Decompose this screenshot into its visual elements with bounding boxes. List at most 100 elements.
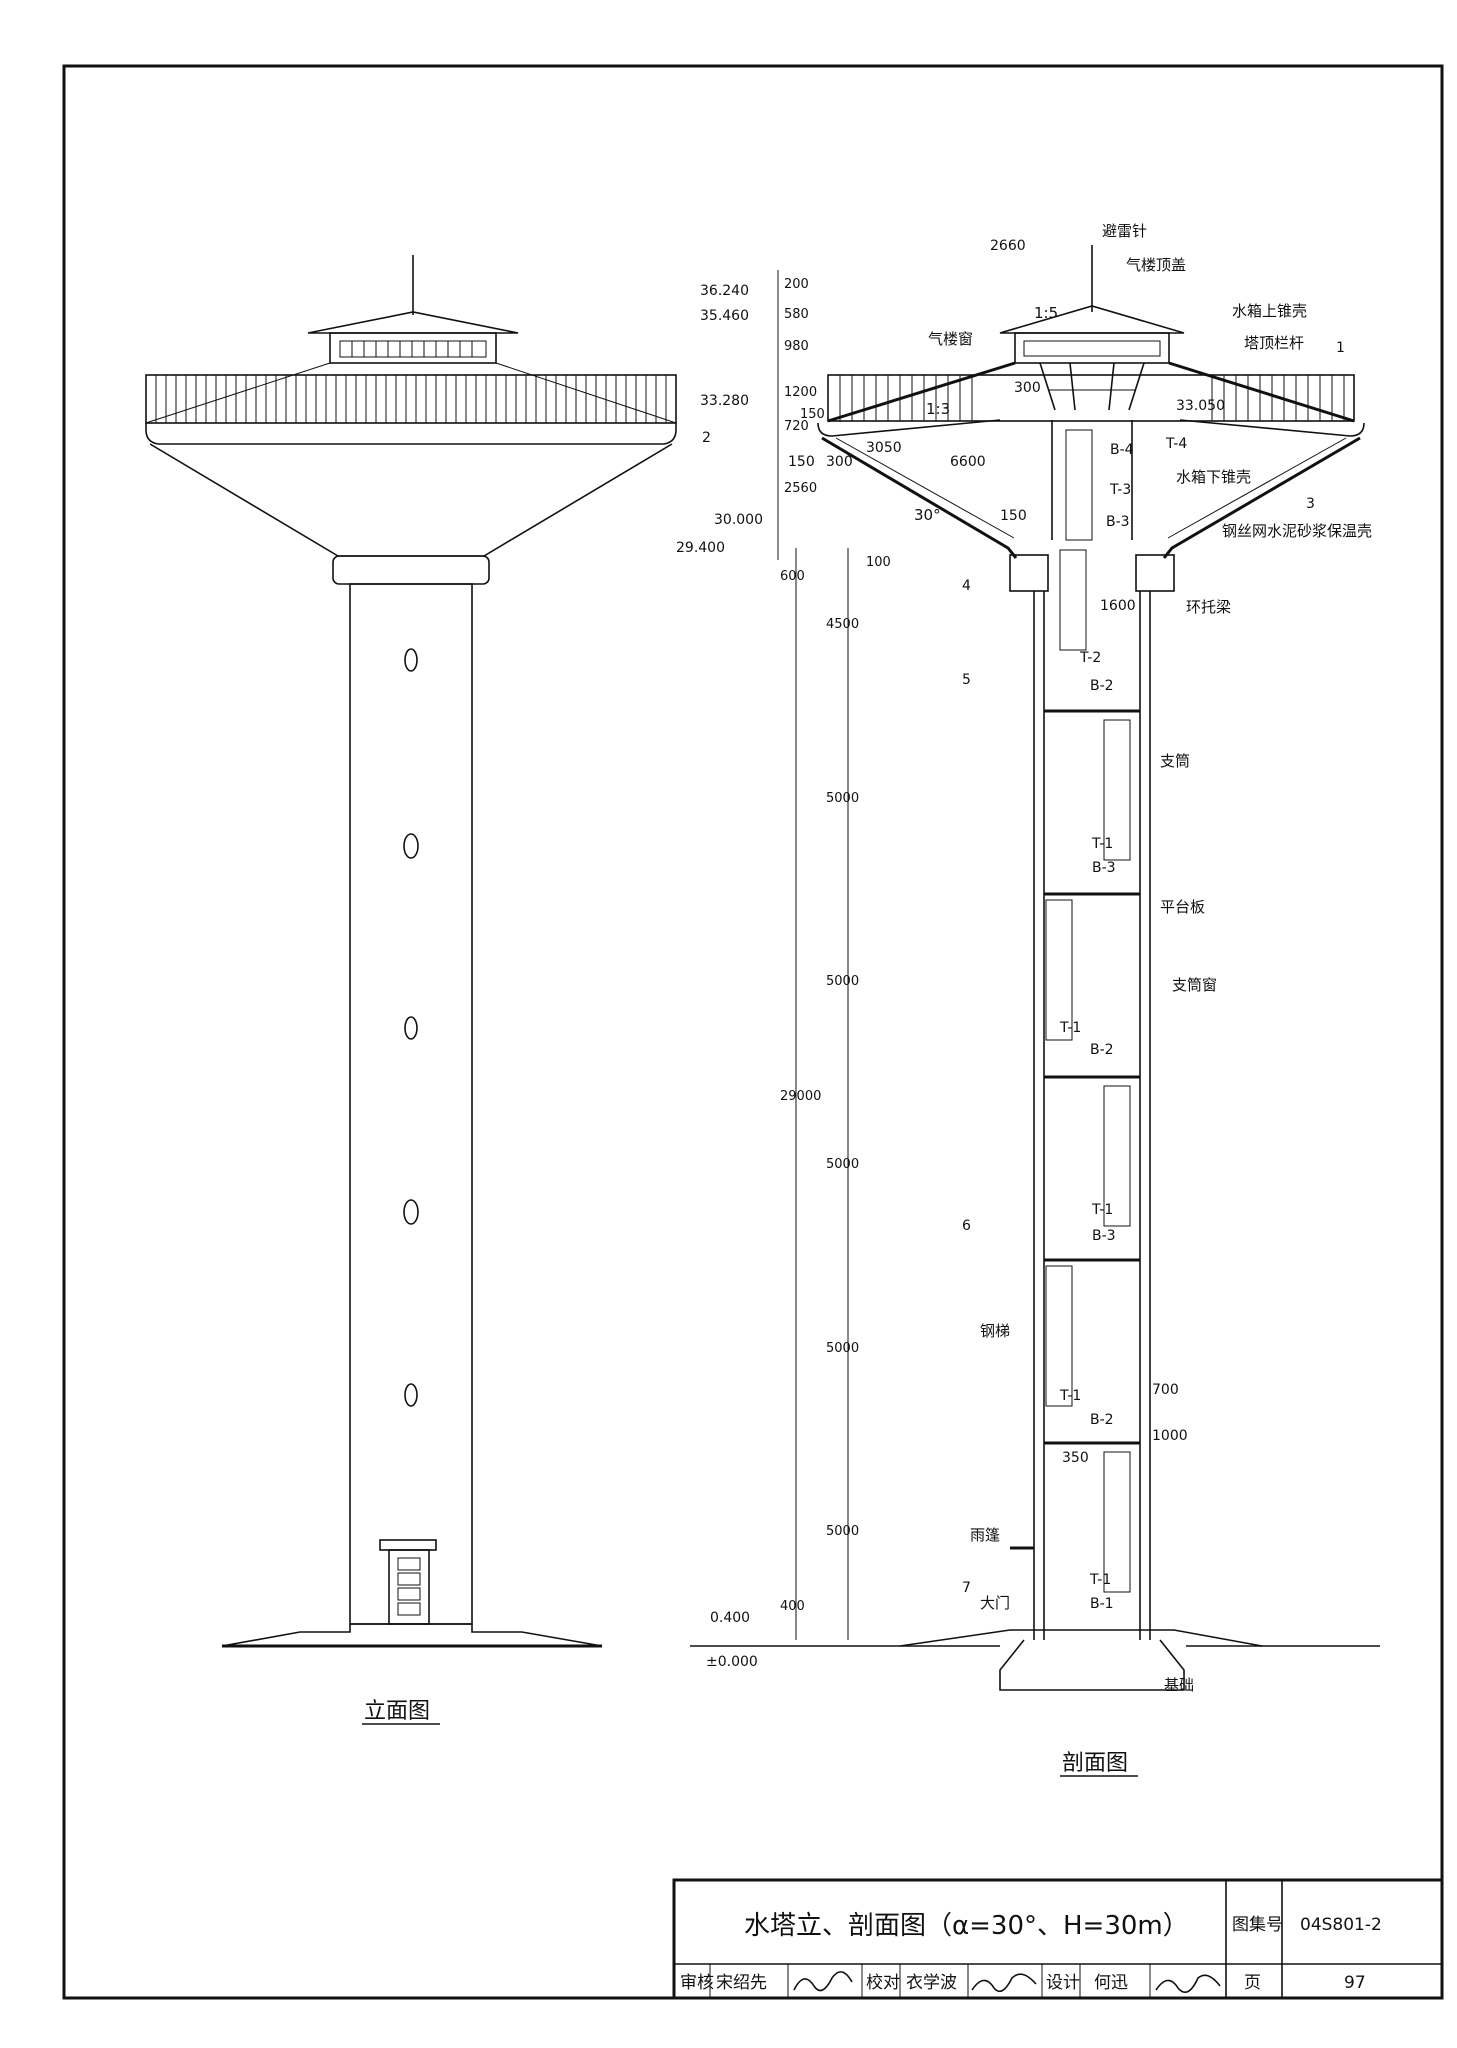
dim-4: 720	[784, 419, 809, 434]
reviewer-signature	[793, 1971, 853, 1992]
elev-36240: 36.240	[700, 283, 749, 299]
tag-t1d: T-1	[1059, 1388, 1081, 1404]
tag-b2c: B-2	[1090, 1412, 1114, 1428]
dim-6600: 6600	[950, 454, 986, 470]
dim-300b: 300	[1014, 380, 1041, 396]
shaft-window	[404, 1016, 418, 1040]
label-shaft-window: 支筒窗	[1172, 976, 1217, 994]
dim-5: 150	[800, 407, 825, 422]
elevation-view	[145, 255, 677, 1648]
section-cut-marks: 1 2 3 4 5 6 7	[702, 340, 1345, 1596]
water-level-mark: 33.050	[1176, 398, 1225, 414]
label-ring-beam: 环托梁	[1186, 598, 1231, 616]
dim-9: 5000	[826, 791, 859, 806]
dimension-values: 200 580 980 1200 720 150 2560 600 4500 5…	[780, 277, 891, 1614]
steel-ladders	[1045, 429, 1131, 1593]
ring-beam-left	[1009, 554, 1049, 592]
section-view	[690, 245, 1380, 1691]
roof-railing	[145, 374, 677, 424]
elevation-caption: 立面图	[364, 1699, 430, 1724]
title-block	[672, 1878, 1444, 2000]
dim-350: 350	[1062, 1450, 1089, 1466]
dim-7: 600	[780, 569, 805, 584]
dim-2660: 2660	[990, 238, 1026, 254]
ring-beam	[332, 555, 490, 585]
dim-700: 700	[1152, 1382, 1179, 1398]
ring-beam-right	[1135, 554, 1175, 592]
cut-4: 4	[962, 578, 971, 594]
label-lower-cone: 水箱下锥壳	[1176, 468, 1251, 486]
label-insulation: 钢丝网水泥砂浆保温壳	[1222, 522, 1372, 540]
dormer-windows	[339, 340, 487, 358]
shaft-window	[403, 833, 419, 859]
tag-t1a: T-1	[1091, 836, 1113, 852]
label-railing: 塔顶栏杆	[1244, 334, 1304, 352]
dim-1000: 1000	[1152, 1428, 1188, 1444]
atlas-label: 图集号	[1232, 1915, 1283, 1935]
lower-cone-right	[1162, 436, 1361, 559]
dim-16: 100	[866, 555, 891, 570]
railing-bars	[155, 375, 667, 423]
dim-14: 400	[780, 1599, 805, 1614]
tank-lower-cone	[149, 443, 673, 557]
tag-t1c: T-1	[1091, 1202, 1113, 1218]
label-upper-cone: 水箱上锥壳	[1232, 302, 1307, 320]
label-canopy: 雨篷	[970, 1526, 1000, 1544]
slope-1-5: 1:5	[1034, 304, 1058, 322]
tag-t1e: T-1	[1089, 1572, 1111, 1588]
section-caption: 剖面图	[1062, 1751, 1128, 1776]
dim-10: 5000	[826, 974, 859, 989]
atlas-number: 04S801-2	[1300, 1915, 1382, 1935]
elev-35460: 35.460	[700, 308, 749, 324]
dim-1600: 1600	[1100, 598, 1136, 614]
cut-5: 5	[962, 672, 971, 688]
elevation-marks: 36.240 35.460 33.280 30.000 29.400 0.400…	[676, 283, 763, 1670]
elev-0000: ±0.000	[706, 1654, 758, 1670]
dim-1: 580	[784, 307, 809, 322]
cut-2: 2	[702, 430, 711, 446]
slope-1-3: 1:3	[926, 400, 950, 418]
platform-slabs	[1044, 709, 1140, 1445]
tag-t1b: T-1	[1059, 1020, 1081, 1036]
label-steel-ladder: 钢梯	[980, 1322, 1010, 1340]
inner-dimensions: 2660 6600 150 300 3050 1600 350 700 1000…	[788, 238, 1188, 1466]
elevation-base	[221, 1623, 603, 1647]
dim-6: 2560	[784, 481, 817, 496]
design-label: 设计	[1046, 1973, 1080, 1993]
tag-t4: T-4	[1165, 436, 1187, 452]
shaft-window	[404, 1383, 418, 1407]
label-platform: 平台板	[1160, 898, 1205, 916]
dim-3: 1200	[784, 385, 817, 400]
tag-b1: B-1	[1090, 1596, 1114, 1612]
page-number: 97	[1344, 1973, 1366, 1993]
cut-3: 3	[1306, 496, 1315, 512]
elev-0400: 0.400	[710, 1610, 750, 1626]
label-foundation: 基础	[1164, 1676, 1194, 1694]
slope-30: 30°	[914, 506, 941, 524]
callout-labels: 避雷针 气楼顶盖 水箱上锥壳 塔顶栏杆 气楼窗 水箱下锥壳 钢丝网水泥砂浆保温壳…	[928, 222, 1372, 1694]
dim-15: 29000	[780, 1089, 821, 1104]
sheet-border	[62, 64, 1444, 2000]
dim-150b: 150	[1000, 508, 1027, 524]
dim-12: 5000	[826, 1341, 859, 1356]
check-label: 校对	[866, 1973, 900, 1993]
label-shaft: 支筒	[1160, 752, 1190, 770]
dim-11: 5000	[826, 1157, 859, 1172]
page-label: 页	[1244, 1973, 1261, 1993]
shaft-window	[404, 648, 418, 672]
dim-150a: 150	[788, 454, 815, 470]
elev-33280: 33.280	[700, 393, 749, 409]
label-dormer-window: 气楼窗	[928, 330, 973, 348]
tank-rim	[145, 423, 677, 445]
dim-300a: 300	[826, 454, 853, 470]
label-roof-cover: 气楼顶盖	[1126, 256, 1186, 274]
tag-t2: T-2	[1079, 650, 1101, 666]
dim-13: 5000	[826, 1524, 859, 1539]
support-shaft	[349, 583, 473, 1625]
tag-b2b: B-2	[1090, 1042, 1114, 1058]
label-gate: 大门	[980, 1594, 1010, 1612]
tag-b2a: B-2	[1090, 678, 1114, 694]
designer-signature	[1155, 1974, 1221, 1994]
tag-b3b: B-3	[1092, 860, 1116, 876]
